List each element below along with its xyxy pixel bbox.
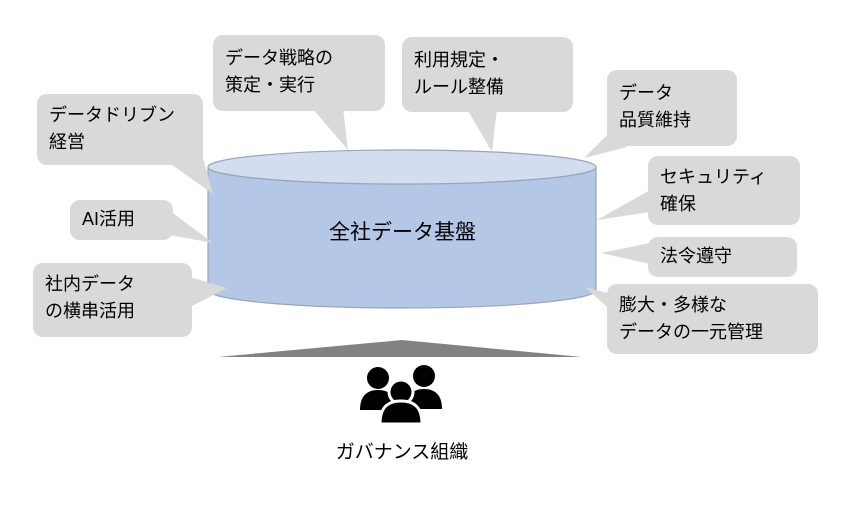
callout-data-strategy: データ戦略の 策定・実行 bbox=[213, 35, 385, 111]
callout-tail-legal bbox=[601, 243, 650, 264]
callout-tail-ai bbox=[170, 211, 213, 243]
callout-tail-security bbox=[597, 190, 650, 220]
callout-ai-utilization: AI活用 bbox=[70, 200, 173, 240]
governance-org-label: ガバナンス組織 bbox=[335, 442, 469, 463]
governance-wedge bbox=[218, 340, 582, 357]
callout-legal-compliance: 法令遵守 bbox=[648, 237, 797, 277]
people-group-icon bbox=[360, 365, 442, 426]
callout-security-assurance: セキュリティ 確保 bbox=[648, 156, 800, 225]
callout-internal-data-cross-use: 社内データ の横串活用 bbox=[33, 263, 192, 337]
data-platform-label: 全社データ基盤 bbox=[329, 221, 476, 244]
callout-tail-strategy bbox=[312, 108, 348, 150]
callout-tail-internal-data bbox=[190, 277, 227, 307]
data-platform-cylinder-top bbox=[207, 149, 597, 185]
callout-data-quality: データ 品質維持 bbox=[607, 70, 737, 146]
callout-usage-rules: 利用規定・ ルール整備 bbox=[402, 37, 573, 112]
callout-unified-data-management: 膨大・多様な データの一元管理 bbox=[607, 284, 818, 354]
callout-tail-rules bbox=[467, 109, 497, 152]
callout-data-driven-management: データドリブン 経営 bbox=[37, 94, 203, 165]
